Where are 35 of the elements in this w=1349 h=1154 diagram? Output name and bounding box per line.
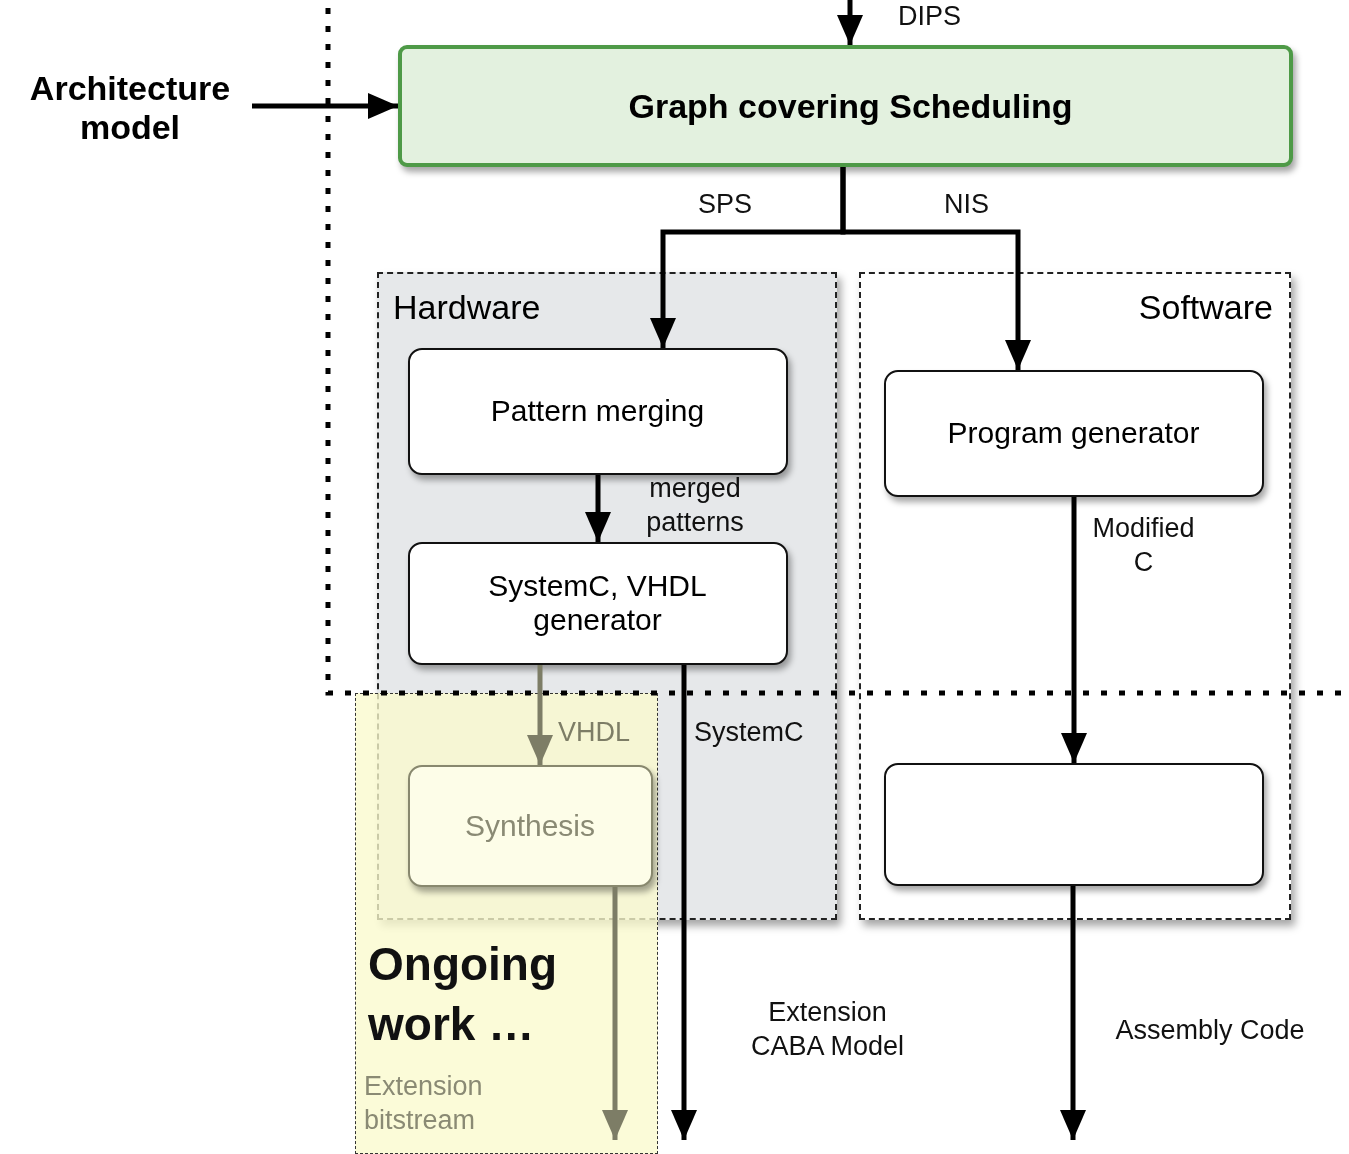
process-box — [883, 762, 1264, 886]
box-label: SystemC, VHDL generator — [487, 569, 708, 637]
edge-label: NIS — [944, 188, 989, 221]
arrow — [1060, 886, 1086, 1140]
edge-label: SPS — [698, 188, 753, 221]
note-label: Ongoing work … — [368, 937, 559, 1052]
edge-label: Modified C — [1091, 512, 1196, 579]
process-box — [398, 45, 1293, 167]
arrow — [602, 887, 628, 1140]
box-label: Graph covering Scheduling — [628, 86, 1073, 126]
box-label: Synthesis — [464, 808, 596, 843]
edge-label: DIPS — [898, 0, 962, 33]
note-label: Extension bitstream — [364, 1070, 484, 1137]
arrow — [252, 93, 398, 119]
process-box — [407, 764, 653, 887]
box-label: Pattern merging — [490, 394, 705, 428]
edge-label: merged patterns — [645, 472, 745, 539]
box-label: Program generator — [947, 416, 1200, 450]
arrow — [837, 0, 863, 45]
arrow — [1061, 497, 1087, 763]
process-box — [883, 369, 1264, 497]
group-container — [859, 272, 1291, 920]
arrow — [840, 167, 1031, 370]
bare-text-label: Architecture model — [28, 68, 232, 147]
process-box — [407, 347, 788, 475]
edge-label: VHDL — [558, 716, 631, 749]
group-title: Hardware — [393, 288, 541, 327]
process-box — [407, 541, 788, 665]
note-label: Extension CABA Model — [749, 996, 906, 1063]
arrow — [585, 475, 611, 542]
note-label: Assembly Code — [1114, 1014, 1306, 1047]
arrow — [671, 665, 697, 1140]
edge-label: SystemC — [694, 716, 804, 749]
arrow — [527, 665, 553, 765]
group-title: Software — [1138, 288, 1273, 327]
